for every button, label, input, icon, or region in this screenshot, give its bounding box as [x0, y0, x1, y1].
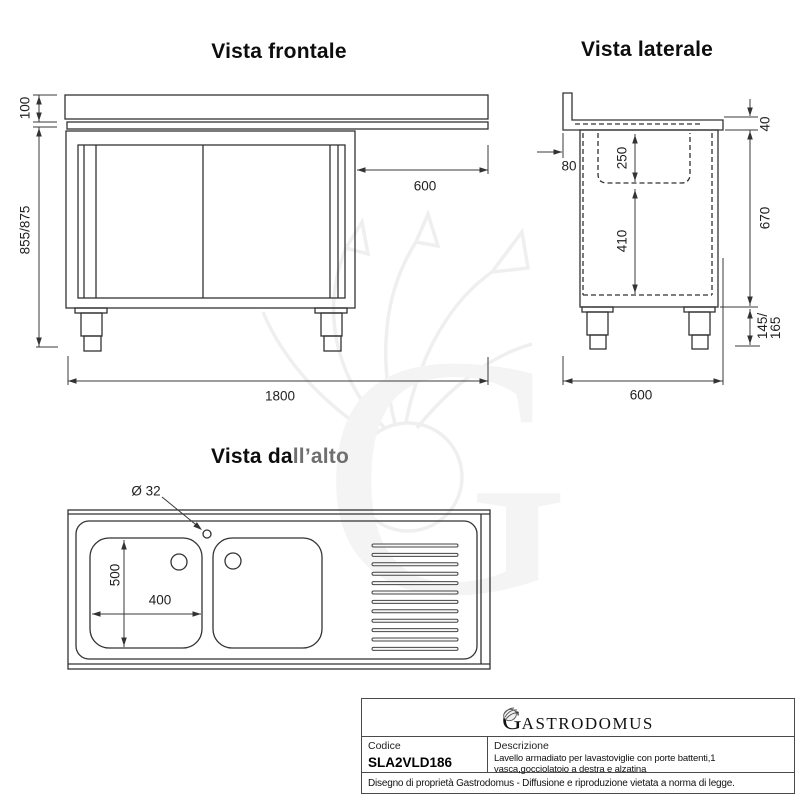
artichoke-logo-icon	[503, 707, 519, 722]
top-view-dimension-lines	[92, 496, 201, 647]
front-view-drawing	[64, 94, 489, 352]
dim-front-open-width: 600	[413, 178, 437, 194]
top-view-arrowheads	[92, 522, 202, 646]
brand-wordmark: GASTRODOMUS	[502, 707, 654, 734]
code-cell: Codice SLA2VLD186	[362, 737, 488, 772]
dim-front-top-height: 100	[17, 96, 33, 120]
top-view-drawing	[67, 509, 491, 670]
right-basin-hole	[224, 552, 242, 570]
dim-top-drain-diameter: Ø 32	[131, 483, 161, 499]
drain-hole	[202, 529, 212, 539]
side-left-leg	[581, 306, 614, 350]
drainboard-ridges	[371, 543, 459, 651]
description-text: Lavello armadiato per lavastoviglie con …	[494, 753, 716, 775]
left-basin-hole	[170, 553, 188, 571]
dim-side-basin-depth: 250	[614, 146, 630, 170]
side-view-dimension-lines	[537, 99, 760, 385]
right-basin	[212, 537, 323, 649]
dim-top-basin-width: 500	[107, 563, 123, 587]
code-value: SLA2VLD186	[368, 755, 453, 770]
dim-side-leg-height: 145/ 165	[755, 312, 783, 340]
code-label: Codice	[368, 740, 401, 752]
title-block: GASTRODOMUS Codice SLA2VLD186 Descrizion…	[361, 698, 795, 794]
legal-footer: Disegno di proprietà Gastrodomus - Diffu…	[368, 777, 735, 789]
brand-logo: GASTRODOMUS	[362, 699, 794, 737]
dim-front-total-height: 855/875	[17, 205, 33, 255]
gastrodomus-watermark: G	[261, 208, 571, 667]
dim-top-basin-length: 400	[148, 592, 172, 608]
top-view-title: Vista dall’alto	[210, 445, 350, 468]
side-view-drawing	[562, 92, 724, 350]
dim-side-depth: 600	[629, 387, 653, 403]
front-right-leg	[314, 307, 348, 352]
side-view-hidden-lines	[575, 123, 713, 296]
dim-side-top-thickness: 40	[757, 116, 773, 132]
dim-side-body-height: 670	[757, 206, 773, 230]
dim-side-under-basin: 410	[614, 229, 630, 253]
description-cell: Descrizione Lavello armadiato per lavast…	[488, 737, 794, 775]
side-right-leg	[683, 306, 716, 350]
side-view-title: Vista laterale	[581, 38, 713, 61]
brand-rest: ASTRODOMUS	[521, 714, 654, 733]
dim-side-overhang: 80	[561, 158, 577, 174]
front-view-title: Vista frontale	[211, 40, 347, 63]
side-view-arrowheads	[553, 107, 753, 384]
front-view-arrowheads	[36, 96, 488, 384]
left-basin	[89, 537, 203, 649]
front-view-dimension-lines	[33, 94, 489, 385]
front-left-leg	[74, 307, 108, 352]
description-label: Descrizione	[494, 740, 549, 752]
dim-front-total-width: 1800	[264, 388, 296, 404]
